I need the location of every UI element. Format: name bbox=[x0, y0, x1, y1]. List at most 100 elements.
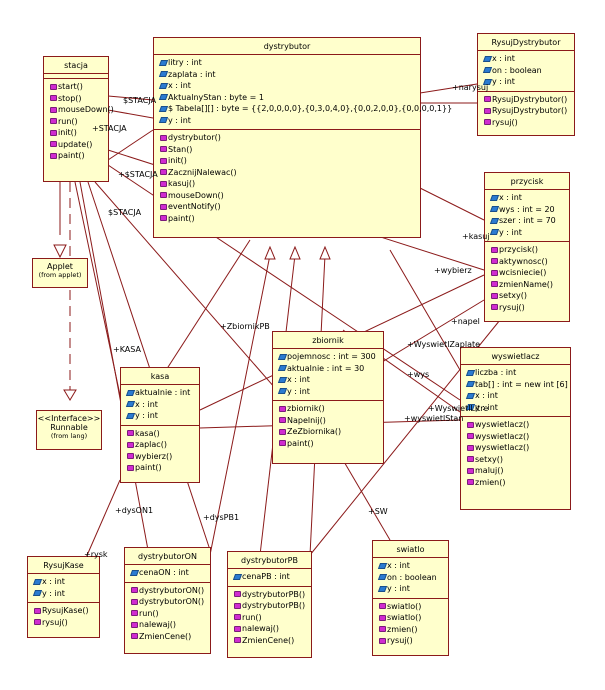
attribute-icon bbox=[158, 71, 169, 78]
operation: eventNotify() bbox=[160, 201, 418, 213]
class-name: zbiornik bbox=[273, 332, 383, 349]
operation: update() bbox=[50, 139, 106, 151]
operation-icon bbox=[234, 591, 241, 598]
operation-text: Napelnij() bbox=[287, 415, 326, 425]
attribute-text: litry : int bbox=[168, 58, 202, 67]
attribute-text: szer : int = 70 bbox=[499, 216, 556, 225]
attribute-icon bbox=[125, 401, 136, 408]
class-przycisk[interactable]: przycisk x : int wys : int = 20 szer : int… bbox=[484, 172, 570, 322]
operation-icon bbox=[131, 610, 138, 617]
attribute-text: x : int bbox=[135, 399, 158, 409]
attribute-icon bbox=[277, 388, 288, 395]
attribute-icon bbox=[277, 365, 288, 372]
attribute-icon bbox=[232, 573, 243, 580]
attribute-text: wys : int = 20 bbox=[499, 204, 555, 214]
operation-text: init() bbox=[168, 156, 187, 165]
attribute-icon bbox=[489, 217, 500, 224]
role-label-napel: +napel bbox=[451, 317, 480, 326]
operation: Stan() bbox=[160, 144, 418, 156]
operation-icon bbox=[160, 157, 167, 164]
operation-icon bbox=[131, 633, 138, 640]
operation-icon bbox=[379, 614, 386, 621]
operation: RysujKase() bbox=[34, 605, 97, 617]
class-stereotype: (from applet) bbox=[38, 271, 82, 279]
class-name: Runnable bbox=[50, 423, 88, 432]
operation: paint() bbox=[279, 438, 381, 450]
operation: maluj() bbox=[467, 465, 568, 477]
operation-icon bbox=[467, 479, 474, 486]
class-applet[interactable]: Applet (from applet) bbox=[32, 258, 88, 288]
attribute: AktualnyStan : byte = 1 bbox=[158, 92, 418, 104]
operation-icon bbox=[491, 292, 498, 299]
class-runnable[interactable]: <<Interface>> Runnable (from lang) bbox=[36, 410, 102, 450]
attribute: y : int bbox=[125, 410, 197, 422]
operation-icon bbox=[379, 637, 386, 644]
operation-icon bbox=[467, 456, 474, 463]
attribute-icon bbox=[377, 585, 388, 592]
attribute: tab[] : int = new int [6] bbox=[465, 379, 568, 391]
class-dystrybutoron[interactable]: dystrybutorON cenaON : int dystrybutorON… bbox=[124, 547, 211, 654]
operation-text: aktywnosc() bbox=[499, 256, 548, 266]
attribute-icon bbox=[465, 369, 476, 376]
attribute-text: tab[] : int = new int [6] bbox=[475, 379, 568, 389]
operation: mouseDown() bbox=[50, 104, 114, 116]
class-name: przycisk bbox=[485, 173, 569, 190]
operation-text: wyswietlacz() bbox=[475, 443, 530, 452]
attribute-text: on : boolean bbox=[492, 65, 542, 75]
operation: wyswietlacz() bbox=[467, 442, 568, 454]
class-package: (from lang) bbox=[50, 432, 88, 440]
operation-icon bbox=[279, 440, 286, 447]
attribute-text: x : int bbox=[499, 193, 522, 202]
operations: kasa()zaplac()wybierz()paint() bbox=[121, 426, 199, 477]
operation: kasuj() bbox=[160, 178, 418, 190]
attribute: x : int bbox=[465, 390, 568, 402]
role-label-narysuj: +narysuj bbox=[452, 83, 489, 92]
operation-icon bbox=[467, 433, 474, 440]
operation-icon bbox=[379, 603, 386, 610]
operation-text: setxy() bbox=[499, 291, 527, 300]
operation-text: update() bbox=[58, 139, 93, 149]
operation-text: rysuj() bbox=[499, 302, 525, 312]
operation: swiatlo() bbox=[379, 601, 446, 613]
operations: swiatlo()swiatlo()zmien()rysuj() bbox=[373, 599, 448, 650]
operation-text: run() bbox=[139, 608, 159, 618]
operation-text: init() bbox=[58, 128, 77, 137]
attribute-icon bbox=[277, 376, 288, 383]
operation: wyswietlacz() bbox=[467, 431, 568, 443]
attribute-text: x : int bbox=[387, 561, 410, 570]
operation: zmien() bbox=[467, 477, 568, 489]
operation: mouseDown() bbox=[160, 190, 418, 202]
operation: dystrybutorPB() bbox=[234, 600, 309, 612]
operation-text: wyswietlacz() bbox=[475, 431, 530, 441]
class-dystrybutorpb[interactable]: dystrybutorPB cenaPB : int dystrybutorPB… bbox=[227, 551, 312, 658]
operations: wyswietlacz()wyswietlacz()wyswietlacz()s… bbox=[461, 417, 570, 491]
role-label-wyswietlstan: +wyswietlStan bbox=[404, 414, 464, 423]
attribute-text: cenaON : int bbox=[139, 568, 189, 577]
operation: stop() bbox=[50, 93, 106, 105]
operation: wcisniecie() bbox=[491, 267, 567, 279]
attribute-icon bbox=[158, 94, 169, 101]
attribute-text: x : int bbox=[168, 81, 191, 90]
class-stacja[interactable]: stacja start()stop()mouseDown()run()init… bbox=[43, 56, 114, 182]
attribute-icon bbox=[158, 82, 169, 89]
operation-icon bbox=[160, 180, 167, 187]
operation-icon bbox=[127, 430, 134, 437]
attribute-icon bbox=[32, 578, 43, 585]
operation-icon bbox=[491, 246, 498, 253]
operations: dystrybutorON()dystrybutorON()run()nalew… bbox=[125, 583, 210, 646]
operation-icon bbox=[131, 598, 138, 605]
attributes: cenaPB : int bbox=[228, 569, 311, 587]
attribute-text: y : int bbox=[475, 402, 498, 412]
operation-icon bbox=[491, 269, 498, 276]
operation-icon bbox=[127, 441, 134, 448]
